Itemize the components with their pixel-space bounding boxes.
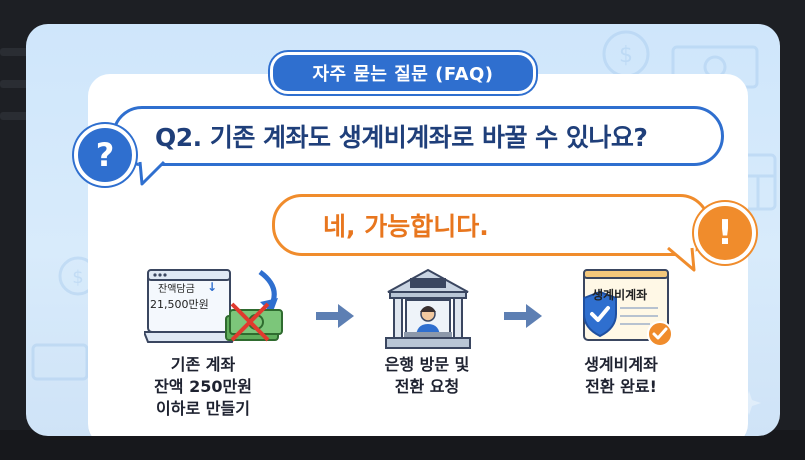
caption-line: 잔액 250만원	[154, 377, 252, 396]
faq-card: $ $ 자주 묻는 질문 (FAQ) Q2. 기존 계좌도 생계비계좌로 바꿀 …	[26, 24, 780, 436]
step-arrow-icon	[316, 304, 354, 328]
screen-label-amount: 21,500만원	[150, 298, 209, 311]
question-bubble: Q2. 기존 계좌도 생계비계좌로 바꿀 수 있나요?	[112, 106, 724, 166]
answer-bubble: 네, 가능합니다.	[272, 194, 710, 256]
step-2-caption: 은행 방문 및 전환 요청	[362, 354, 492, 398]
answer-bubble-tail	[666, 246, 696, 272]
answer-text: 네, 가능합니다.	[323, 212, 489, 241]
step-1-caption: 기존 계좌 잔액 250만원 이하로 만들기	[138, 354, 268, 420]
coin-decoration-icon: $	[602, 30, 650, 78]
background-ui-strip	[0, 112, 40, 120]
down-arrow-icon: ↓	[207, 280, 218, 294]
background-ui-strip	[0, 80, 40, 88]
caption-line: 기존 계좌	[170, 355, 236, 374]
caption-line: 전환 완료!	[585, 377, 657, 396]
svg-text:$: $	[72, 267, 83, 288]
crossed-money-illustration	[225, 302, 283, 342]
question-mark-icon: ?	[74, 124, 136, 186]
document-title: 생계비계좌	[592, 288, 648, 302]
caption-line: 은행 방문 및	[384, 355, 470, 374]
balance-screen-illustration	[144, 269, 278, 343]
question-bubble-tail	[138, 160, 166, 186]
faq-title: 자주 묻는 질문 (FAQ)	[312, 64, 494, 85]
screen-label-title: 잔액담금	[158, 284, 195, 295]
caption-line: 전환 요청	[394, 377, 460, 396]
question-text: Q2. 기존 계좌도 생계비계좌로 바꿀 수 있나요?	[155, 123, 648, 152]
banknote-decoration-icon	[31, 343, 89, 381]
svg-text:$: $	[619, 43, 633, 68]
sparkle-decoration-icon	[737, 391, 761, 415]
caption-line: 생계비계좌	[584, 355, 658, 374]
step-arrow-icon	[504, 304, 542, 328]
caption-line: 이하로 만들기	[156, 399, 250, 418]
account-document-illustration	[583, 269, 673, 347]
step-3-caption: 생계비계좌 전환 완료!	[556, 354, 686, 398]
faq-title-badge: 자주 묻는 질문 (FAQ)	[270, 52, 536, 94]
exclamation-icon: !	[694, 202, 756, 264]
background-ui-strip	[0, 48, 40, 56]
bank-building-icon	[385, 268, 471, 349]
